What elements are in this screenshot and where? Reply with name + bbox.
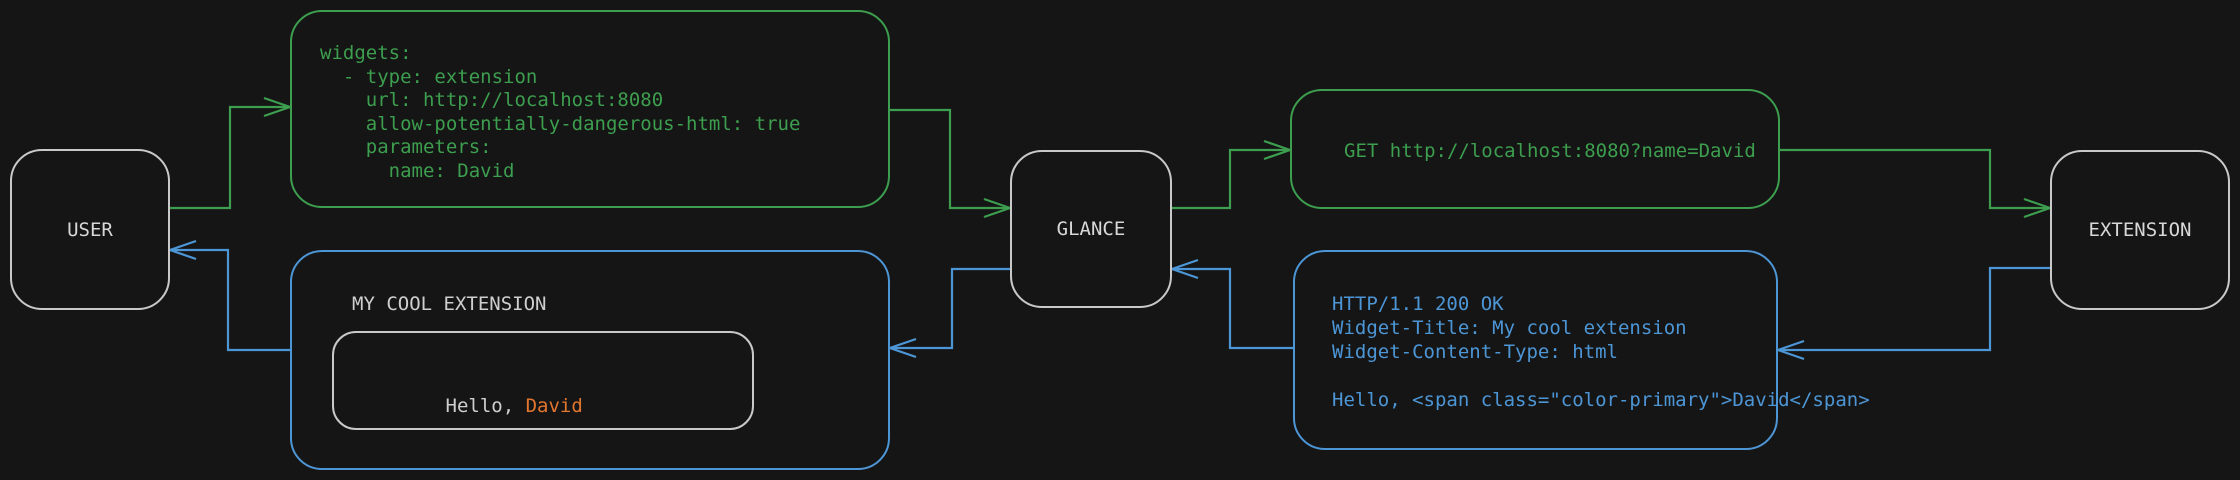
greeting-name: David	[525, 395, 583, 417]
arrow-widget-to-user	[166, 239, 290, 352]
config-yaml-box: widgets: - type: extension url: http://l…	[290, 10, 890, 208]
arrow-extension-to-response	[1774, 266, 2050, 361]
arrow-request-to-extension	[1780, 148, 2054, 219]
greeting-prefix: Hello,	[445, 395, 526, 417]
widget-content-frame: Hello, David	[332, 331, 754, 430]
node-glance: GLANCE	[1010, 150, 1172, 308]
http-request-text: GET http://localhost:8080?name=David	[1344, 140, 1756, 162]
arrow-config-to-glance	[890, 108, 1014, 219]
http-request-box: GET http://localhost:8080?name=David	[1290, 89, 1780, 209]
config-yaml-code: widgets: - type: extension url: http://l…	[320, 42, 801, 182]
http-response-box: HTTP/1.1 200 OK Widget-Title: My cool ex…	[1293, 250, 1870, 450]
node-glance-label: GLANCE	[1056, 218, 1126, 240]
http-response-code: HTTP/1.1 200 OK Widget-Title: My cool ex…	[1332, 293, 1870, 411]
rendered-widget-box: MY COOL EXTENSION Hello, David	[290, 250, 890, 470]
node-user: USER	[10, 149, 170, 310]
arrow-glance-to-request	[1172, 139, 1294, 210]
arrow-response-to-glance	[1168, 258, 1293, 350]
arrow-glance-to-widget	[886, 267, 1010, 359]
node-user-label: USER	[67, 218, 113, 241]
arrow-user-to-config	[170, 96, 294, 210]
node-extension: EXTENSION	[2050, 150, 2230, 310]
widget-title: MY COOL EXTENSION	[352, 293, 547, 315]
node-extension-label: EXTENSION	[2088, 219, 2192, 241]
widget-greeting: Hello, David	[354, 370, 583, 442]
